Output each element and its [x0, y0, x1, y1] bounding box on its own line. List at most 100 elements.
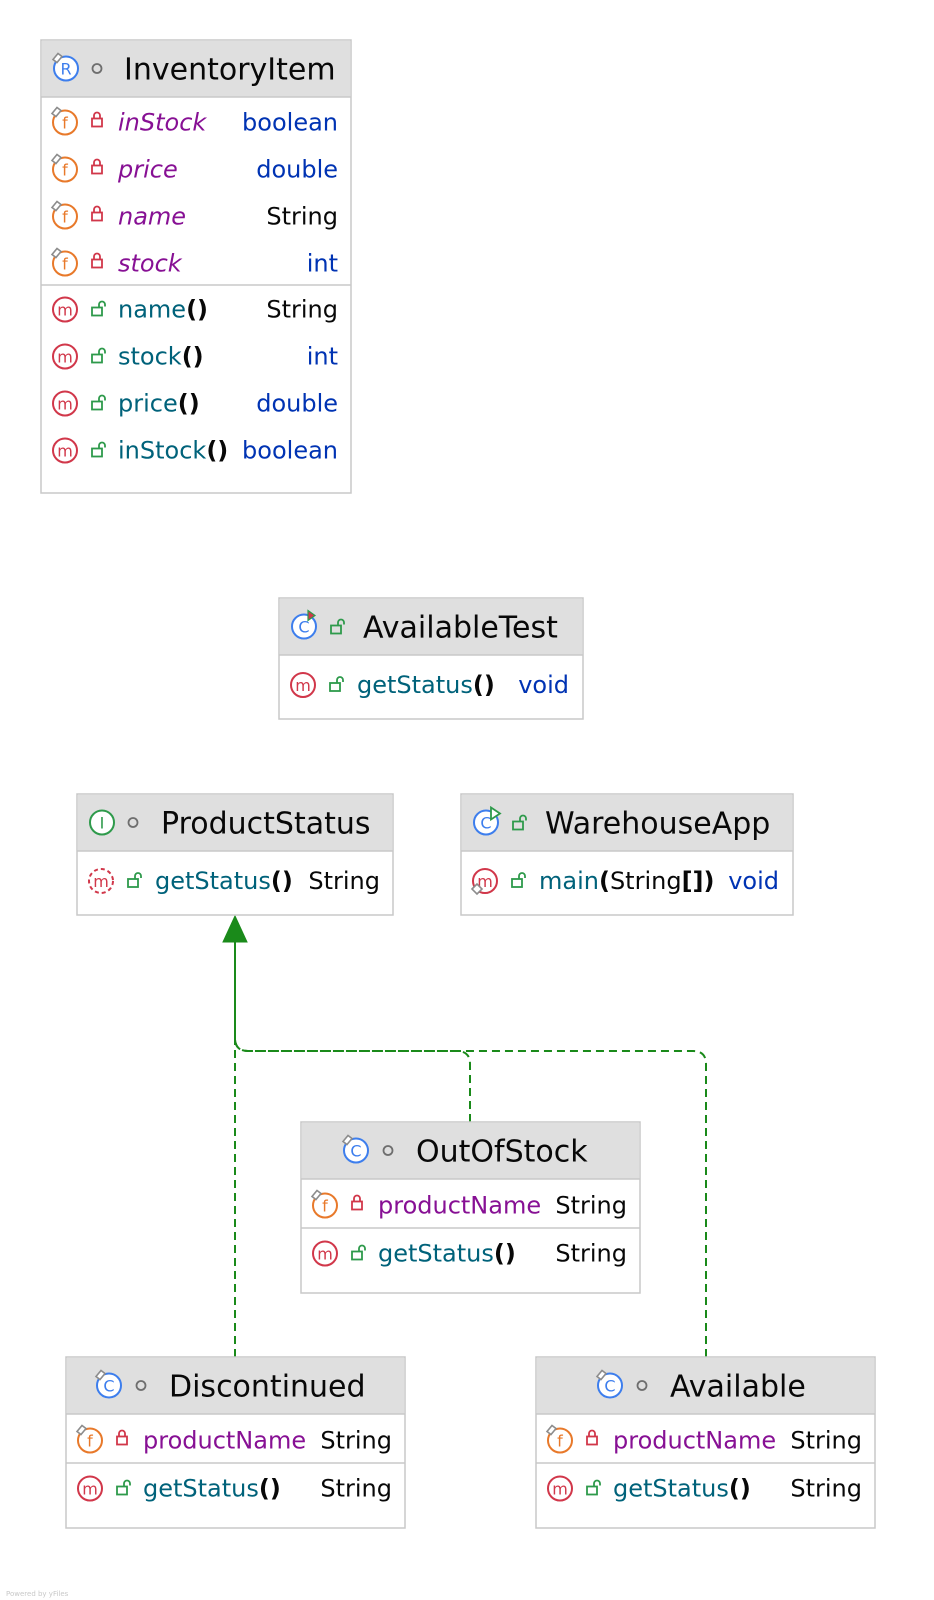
method-signature: getStatus(): [613, 1475, 751, 1503]
class-icon: C: [94, 1369, 122, 1399]
test-class-icon: C: [291, 609, 317, 640]
method-return-type: int: [307, 343, 338, 371]
method-signature: getStatus(): [378, 1240, 516, 1268]
method-signature: stock(): [118, 343, 204, 371]
svg-text:m: m: [57, 348, 73, 367]
method-signature: inStock(): [118, 437, 228, 465]
public-lock-icon: [351, 1244, 366, 1261]
method-name: getStatus: [613, 1475, 729, 1503]
private-lock-icon: [91, 158, 103, 175]
field-icon: f: [50, 247, 78, 277]
field-icon: f: [75, 1424, 103, 1454]
method-return-type: String: [555, 1240, 627, 1268]
implements-arrowhead: [222, 914, 248, 943]
field-icon: f: [545, 1424, 573, 1454]
svg-text:f: f: [87, 1432, 93, 1451]
method-icon: m: [547, 1475, 573, 1502]
field-type: String: [266, 203, 338, 231]
method-params: (): [206, 437, 228, 465]
method-return-type: String: [308, 867, 380, 895]
field-icon: f: [50, 106, 78, 136]
class-name: ProductStatus: [161, 807, 371, 842]
method-row[interactable]: m stock() int: [52, 343, 338, 371]
private-lock-icon: [116, 1429, 128, 1446]
svg-text:m: m: [93, 872, 109, 891]
package-private-dot-icon: [91, 63, 103, 74]
svg-text:I: I: [100, 814, 105, 833]
method-params: (): [182, 343, 204, 371]
svg-text:R: R: [60, 60, 71, 79]
private-lock-icon: [91, 111, 103, 128]
method-name: getStatus: [378, 1240, 494, 1268]
method-params: (): [178, 390, 200, 418]
method-icon: m: [52, 437, 78, 464]
method-signature: main(String[]): [539, 867, 714, 895]
method-icon: m: [52, 390, 78, 417]
svg-text:C: C: [298, 618, 309, 637]
record-icon: R: [51, 52, 79, 82]
private-lock-icon: [91, 205, 103, 222]
class-header-bg: [462, 795, 792, 851]
public-lock-icon: [91, 300, 106, 317]
method-name: main: [539, 867, 599, 895]
field-type: double: [256, 156, 338, 184]
class-header-bg: [537, 1358, 874, 1414]
svg-text:m: m: [552, 1480, 568, 1499]
method-signature: name(): [118, 296, 208, 324]
interface-icon: I: [89, 809, 115, 836]
method-params: (): [473, 671, 495, 699]
svg-text:m: m: [57, 301, 73, 320]
private-lock-icon: [351, 1194, 363, 1211]
package-private-dot-icon: [636, 1380, 648, 1391]
public-lock-icon: [116, 1479, 131, 1496]
svg-text:f: f: [62, 161, 68, 180]
param-token: (: [599, 867, 610, 895]
relations-layer: [222, 914, 707, 1357]
method-icon: m: [52, 343, 78, 370]
method-signature: getStatus(): [357, 671, 495, 699]
class-icon: C: [595, 1369, 623, 1399]
method-icon: m: [470, 868, 498, 896]
public-lock-icon: [330, 618, 345, 635]
param-token: ): [704, 867, 715, 895]
method-name: stock: [118, 343, 182, 371]
svg-text:m: m: [57, 395, 73, 414]
public-lock-icon: [511, 872, 526, 888]
svg-text:C: C: [604, 1377, 615, 1396]
method-icon: m: [290, 672, 316, 698]
package-private-dot-icon: [382, 1145, 394, 1156]
method-signature: price(): [118, 390, 200, 418]
public-lock-icon: [586, 1479, 601, 1496]
public-lock-icon: [329, 676, 344, 692]
public-lock-icon: [91, 394, 106, 411]
method-name: inStock: [118, 437, 206, 465]
class-name: OutOfStock: [416, 1135, 588, 1170]
svg-text:m: m: [295, 676, 311, 695]
field-name: productName: [143, 1427, 306, 1455]
param-token: [: [682, 867, 693, 895]
